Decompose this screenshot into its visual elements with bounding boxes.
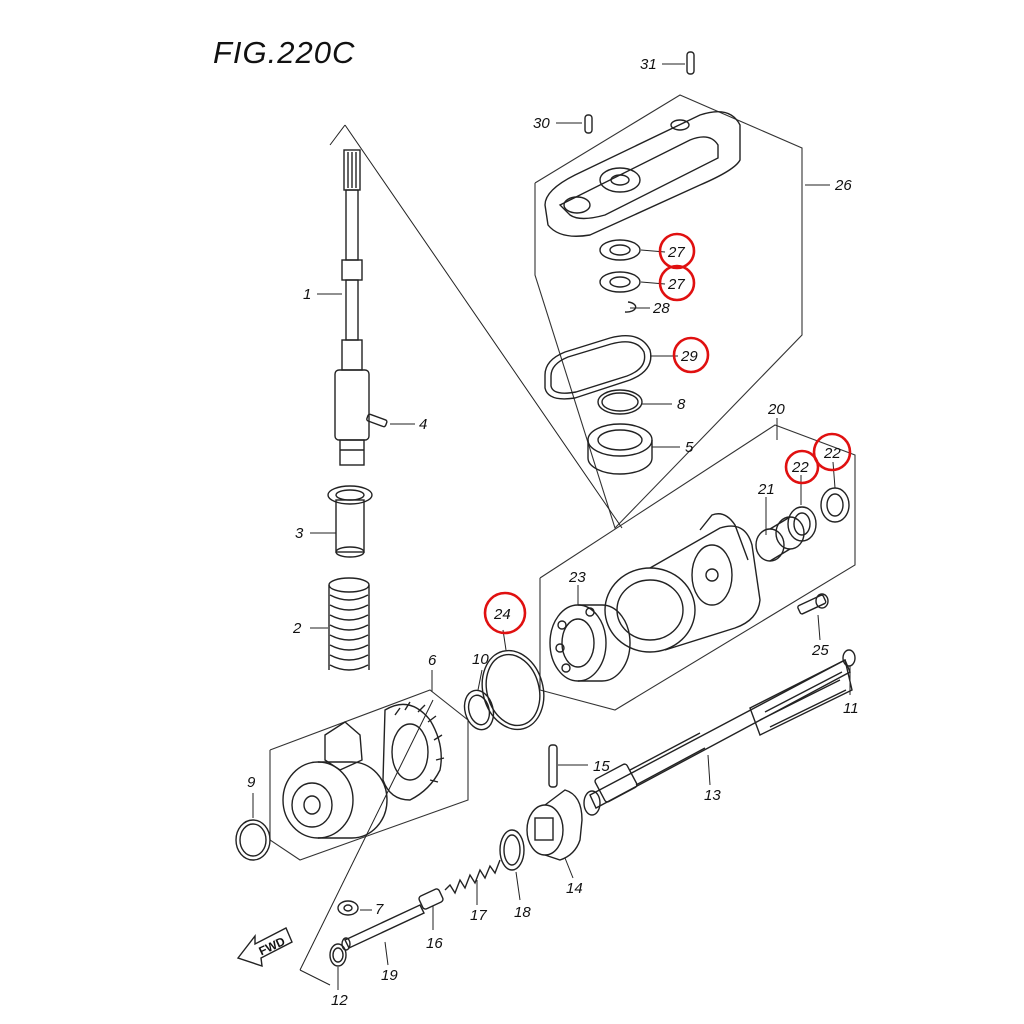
highlight-circle-22-inner: [784, 449, 820, 485]
highlight-circle-27-lower: [658, 264, 696, 302]
guide-line-upper: [344, 124, 623, 529]
part-1-drive-shaft[interactable]: [334, 149, 370, 466]
part-10-shim[interactable]: [460, 687, 497, 733]
callout-26: 26: [834, 177, 852, 194]
highlight-circle-27-upper: [658, 232, 696, 270]
part-19-shift-rod[interactable]: [341, 904, 425, 951]
highlight-markers: [483, 232, 852, 635]
part-31-dowel-pin[interactable]: [686, 51, 695, 75]
part-17-spring[interactable]: [444, 859, 501, 895]
part-22-oil-seal-outer[interactable]: [820, 487, 850, 523]
callout-15: 15: [593, 758, 610, 775]
part-3-sleeve[interactable]: [327, 485, 373, 558]
callout-13: 13: [704, 787, 721, 804]
callout-14: 14: [566, 880, 583, 897]
fwd-label: FWD: [257, 934, 288, 958]
part-20-bearing-housing[interactable]: [604, 513, 761, 653]
part-28-circlip[interactable]: [624, 301, 637, 313]
callout-22-outer: 22: [823, 445, 841, 462]
callout-19: 19: [381, 967, 398, 984]
part-8-o-ring[interactable]: [597, 389, 643, 415]
callout-23: 23: [568, 569, 586, 586]
callout-12: 12: [331, 992, 348, 1009]
part-2-spring[interactable]: [328, 577, 370, 671]
callout-4: 4: [419, 416, 427, 433]
part-22-oil-seal-inner[interactable]: [787, 506, 817, 542]
callout-6: 6: [428, 652, 437, 669]
callout-9: 9: [247, 774, 256, 791]
part-30-dowel-pin[interactable]: [584, 114, 593, 134]
callout-20: 20: [767, 401, 785, 418]
part-14-clutch-dog[interactable]: [526, 789, 583, 861]
part-6-gear-set[interactable]: [282, 701, 445, 839]
group-box-upper-housing: [534, 94, 803, 530]
callout-1: 1: [303, 286, 311, 303]
callout-5: 5: [685, 439, 694, 456]
part-15-cross-pin[interactable]: [548, 744, 558, 788]
group-box-gear-set: [269, 689, 469, 861]
part-7-nut[interactable]: [337, 900, 359, 916]
part-27-seal-upper[interactable]: [599, 239, 641, 261]
callout-18: 18: [514, 904, 531, 921]
callout-29: 29: [680, 348, 698, 365]
part-12-washer[interactable]: [329, 943, 347, 967]
fwd-arrow-icon: FWD: [236, 927, 293, 968]
part-26-plate-housing[interactable]: [544, 111, 741, 237]
callout-22-inner: 22: [791, 459, 809, 476]
callout-8: 8: [677, 396, 686, 413]
part-25-bolt[interactable]: [797, 593, 829, 615]
callout-2: 2: [292, 620, 302, 637]
callout-25: 25: [811, 642, 829, 659]
callout-21: 21: [757, 481, 775, 498]
part-9-shim[interactable]: [235, 819, 271, 861]
part-11-circlip[interactable]: [842, 649, 856, 667]
callout-27-upper: 27: [667, 244, 685, 261]
callout-11: 11: [843, 700, 859, 717]
callout-7: 7: [375, 901, 384, 918]
callout-17: 17: [470, 907, 487, 924]
part-18-spring-ring[interactable]: [499, 829, 525, 871]
part-16-plunger[interactable]: [418, 888, 444, 910]
highlight-circle-29: [672, 336, 710, 374]
figure-title: FIG.220C: [213, 35, 355, 70]
part-5-bearing[interactable]: [587, 423, 653, 475]
callout-24: 24: [493, 606, 511, 623]
part-27-seal-lower[interactable]: [599, 271, 641, 293]
callout-31: 31: [640, 56, 657, 73]
part-4-pin[interactable]: [366, 413, 388, 428]
callout-27-lower: 27: [667, 276, 685, 293]
leader-lines: [252, 63, 851, 990]
callout-16: 16: [426, 935, 443, 952]
part-21-needle-bearing[interactable]: [755, 516, 805, 562]
callout-10: 10: [472, 651, 489, 668]
callout-30: 30: [533, 115, 550, 132]
part-29-gasket[interactable]: [544, 335, 652, 400]
callout-28: 28: [652, 300, 670, 317]
highlight-circle-24: [483, 591, 527, 635]
callout-3: 3: [295, 525, 304, 542]
highlight-circle-22-outer: [812, 432, 852, 472]
